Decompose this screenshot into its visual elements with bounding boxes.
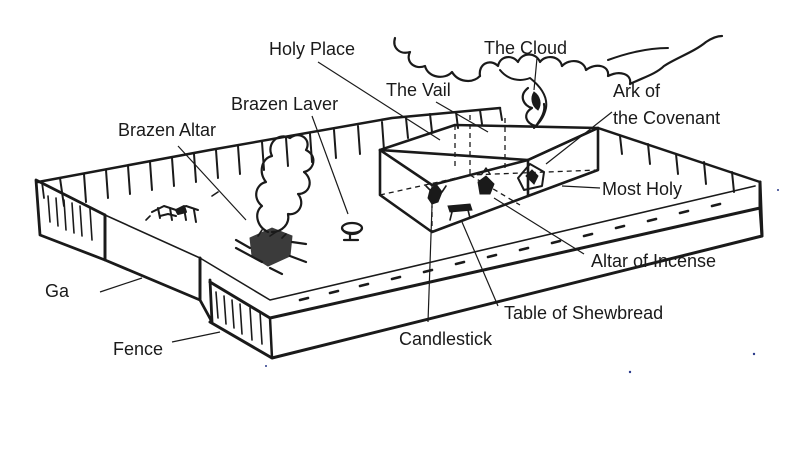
brazen-laver-label: Brazen Laver (231, 94, 338, 114)
brazen-laver-icon (340, 221, 364, 242)
fence-posts (59, 107, 735, 207)
the-cloud-label: The Cloud (484, 38, 567, 58)
fence-label: Fence (113, 339, 163, 359)
leader-lines (99, 57, 613, 343)
table-of-shewbread-label: Table of Shewbread (504, 303, 663, 323)
altar-smoke (255, 134, 315, 234)
scan-specks (265, 189, 779, 374)
altar-of-incense-icon (477, 167, 495, 195)
candlestick-label: Candlestick (399, 329, 493, 349)
cloud-outline (393, 34, 724, 129)
brazen-altar-label: Brazen Altar (118, 120, 216, 140)
brazen-altar-icon (234, 227, 308, 276)
animals-icon (151, 205, 199, 223)
holy-place-label: Holy Place (269, 39, 355, 59)
the-vail-label: The Vail (386, 80, 451, 100)
table-of-shewbread-icon (447, 203, 473, 221)
wall-hatching (47, 195, 263, 345)
candlestick-icon (425, 183, 447, 205)
most-holy-label: Most Holy (602, 179, 682, 199)
ark-of-the-covenant-icon (517, 163, 545, 191)
front-wall-marks (298, 202, 722, 302)
grass-marks (145, 191, 219, 221)
courtyard-fence (34, 106, 764, 360)
the-covenant-label: the Covenant (613, 108, 720, 128)
altar-of-incense-label: Altar of Incense (591, 251, 716, 271)
ark-of-label: Ark of (613, 81, 661, 101)
gate-label: Ga (45, 281, 70, 301)
